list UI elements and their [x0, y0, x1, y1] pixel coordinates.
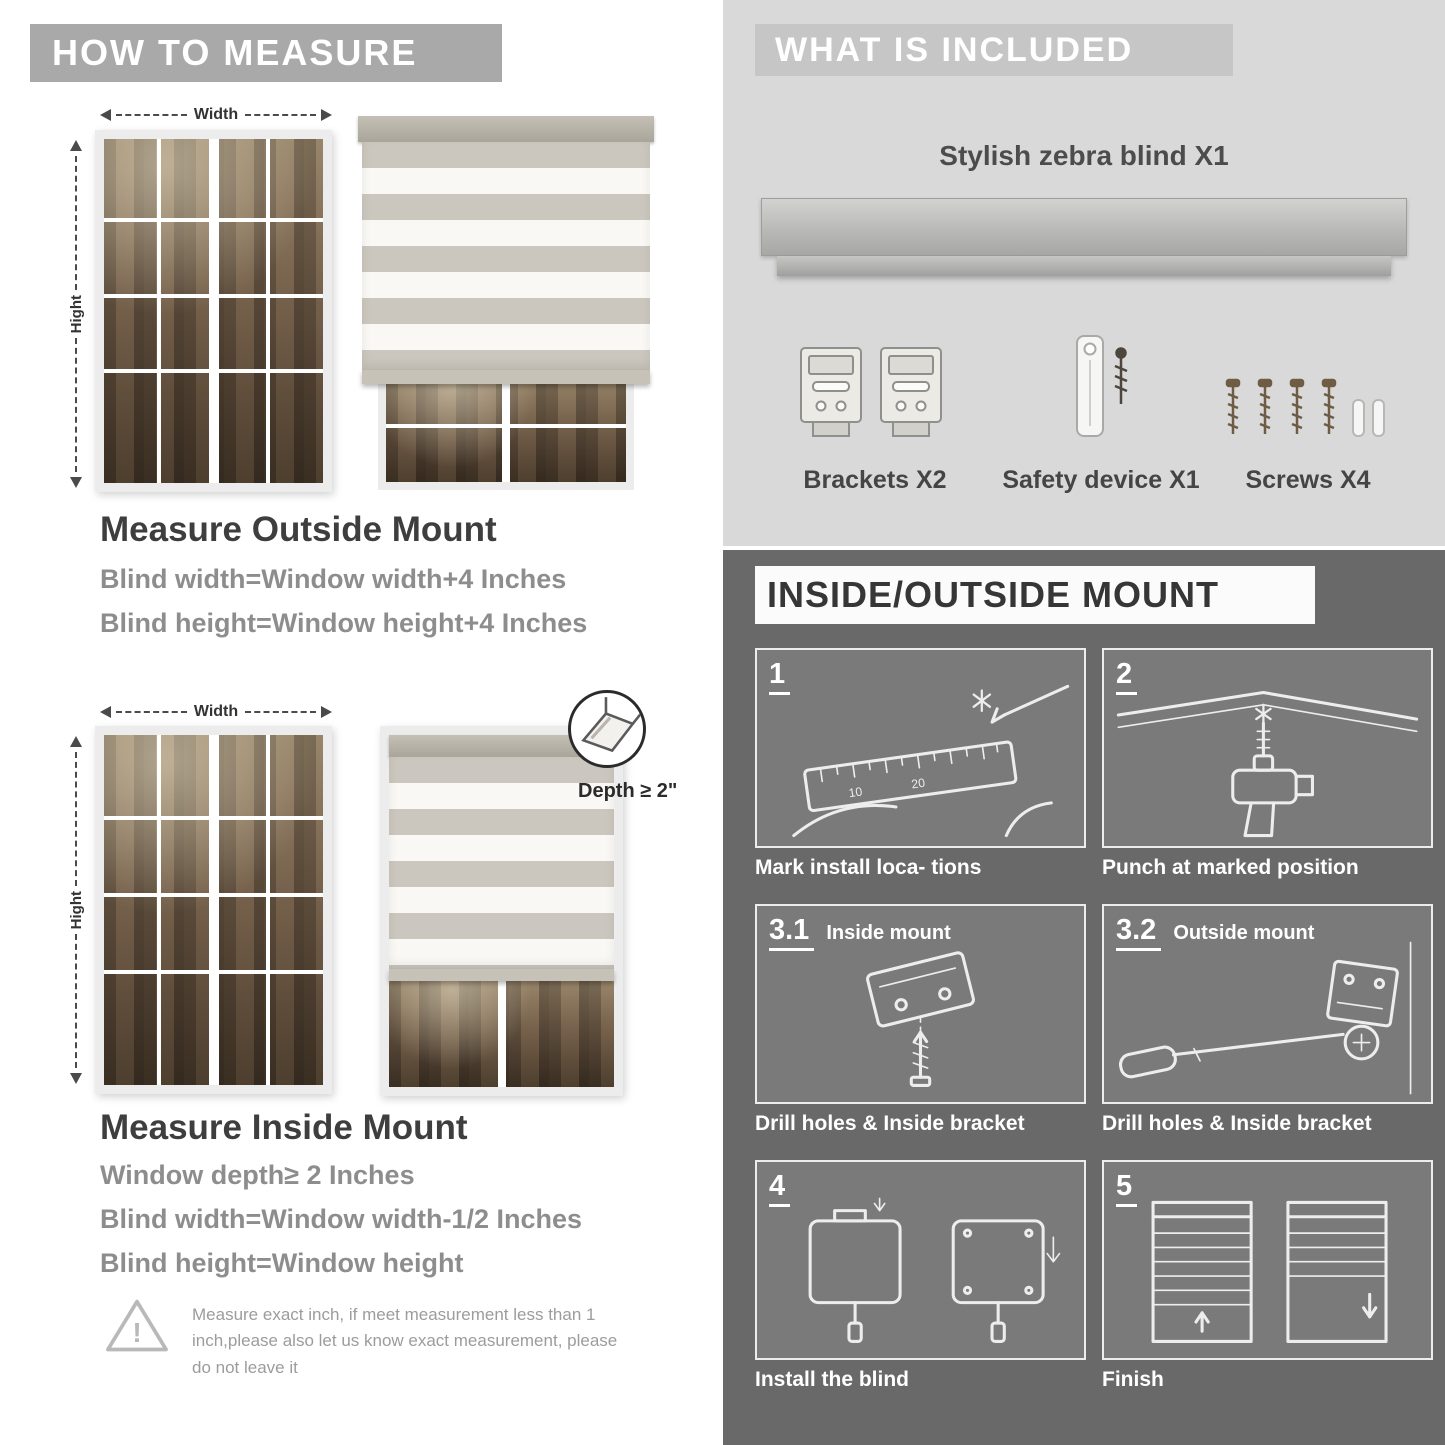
blind-bottom-rail	[362, 370, 650, 384]
arrow-down-icon	[70, 1073, 82, 1085]
step-caption: Punch at marked position	[1102, 856, 1359, 879]
inside-formula-width: Blind width=Window width-1/2 Inches	[100, 1204, 583, 1234]
step-5: 5	[1102, 1160, 1433, 1392]
note-text: Measure exact inch, if meet measurement …	[192, 1305, 618, 1377]
warning-triangle-icon: !	[106, 1299, 168, 1352]
arrow-up-icon	[70, 140, 82, 151]
inside-formula-height: Blind height=Window height	[100, 1248, 464, 1278]
brackets-icon	[800, 347, 942, 437]
step-3-1: 3.1 Inside mount	[755, 904, 1086, 1136]
outside-bracket-illustration	[1118, 941, 1412, 1095]
inside-formula-depth: Window depth≥ 2 Inches	[100, 1160, 415, 1190]
step-number: 2	[1116, 658, 1138, 695]
inside-bracket-illustration	[866, 951, 975, 1087]
brackets-label: Brackets X2	[803, 466, 947, 494]
blind-stripes	[362, 142, 650, 370]
arrow-right-icon	[321, 706, 332, 718]
step-caption: Finish	[1102, 1368, 1164, 1391]
width-label: Width	[193, 106, 239, 123]
outside-zebra-blind-illustration	[358, 116, 654, 490]
inside-mount-title: Measure Inside Mount	[100, 1108, 468, 1147]
svg-text:!: !	[132, 1317, 141, 1348]
how-to-measure-title: HOW TO MEASURE	[52, 32, 418, 73]
blind-headrail	[358, 116, 654, 142]
width-label: Width	[193, 703, 239, 720]
step-2: 2	[1102, 648, 1433, 880]
measure-note: ! Measure exact inch, if meet measuremen…	[104, 1296, 644, 1381]
mark-location-illustration: 10 20	[792, 684, 1070, 838]
outside-width-arrow: Width	[100, 106, 332, 124]
height-label: Hight	[67, 294, 85, 334]
safety-device-icon	[1076, 335, 1128, 437]
step-3-2: 3.2 Outside mount	[1102, 904, 1433, 1136]
svg-text:10: 10	[848, 784, 864, 800]
safety-device-label: Safety device X1	[1002, 466, 1200, 494]
step-caption: Drill holes & Inside bracket	[1102, 1112, 1372, 1135]
step-caption: Install the blind	[755, 1368, 910, 1391]
outside-formula-height: Blind height=Window height+4 Inches	[100, 608, 588, 638]
step-1-box: 1 10 20	[755, 648, 1086, 848]
inside-height-arrow: Hight	[66, 736, 86, 1085]
window-behind-blind	[378, 370, 634, 490]
what-is-included-title: WHAT IS INCLUDED	[775, 31, 1134, 69]
screws-label: Screws X4	[1245, 466, 1371, 494]
arrow-left-icon	[100, 109, 111, 121]
inside-window-illustration	[95, 726, 332, 1094]
install-blind-illustration	[808, 1197, 1061, 1343]
screws-icon	[1225, 378, 1385, 437]
step-title: Outside mount	[1173, 922, 1315, 944]
inside-width-arrow: Width	[100, 703, 332, 721]
step-number: 1	[769, 658, 791, 695]
depth-label: Depth ≥ 2"	[578, 780, 678, 802]
what-is-included-header: WHAT IS INCLUDED	[755, 24, 1233, 76]
step-caption: Drill holes & Inside bracket	[755, 1112, 1025, 1135]
installation-steps: 1 10 20	[755, 648, 1433, 1392]
step-5-box: 5	[1102, 1160, 1433, 1360]
svg-text:20: 20	[910, 776, 926, 792]
outside-height-arrow: Hight	[66, 140, 86, 489]
step-1: 1 10 20	[755, 648, 1086, 880]
step-4: 4	[755, 1160, 1086, 1392]
inside-outside-mount-title: INSIDE/OUTSIDE MOUNT	[767, 574, 1220, 615]
outside-window-illustration	[95, 130, 332, 492]
step-caption: Mark install loca- tions	[755, 856, 982, 879]
step-number: 5	[1116, 1170, 1138, 1207]
inside-outside-mount-header: INSIDE/OUTSIDE MOUNT	[755, 566, 1315, 624]
how-to-measure-header: HOW TO MEASURE	[30, 24, 502, 82]
step-number: 3.2	[1116, 914, 1162, 951]
window-corner-zoom-icon	[581, 697, 642, 753]
step-4-box: 4	[755, 1160, 1086, 1360]
arrow-right-icon	[321, 109, 332, 121]
zebra-blind-headrail-illustration	[761, 198, 1407, 256]
arrow-up-icon	[70, 736, 82, 747]
outside-formula-width: Blind width=Window width+4 Inches	[100, 564, 567, 594]
height-label: Hight	[67, 890, 85, 930]
what-is-included-panel: WHAT IS INCLUDED Stylish zebra blind X1	[723, 0, 1445, 546]
step-number: 4	[769, 1170, 791, 1207]
drill-illustration	[1116, 690, 1419, 838]
arrow-left-icon	[100, 706, 111, 718]
step-title: Inside mount	[826, 922, 951, 944]
arrow-down-icon	[70, 477, 82, 489]
blind-headrail	[389, 735, 614, 757]
outside-mount-title: Measure Outside Mount	[100, 510, 497, 549]
step-3-2-box: 3.2 Outside mount	[1102, 904, 1433, 1104]
step-number: 3.1	[769, 914, 815, 951]
inside-zebra-blind-illustration	[380, 726, 623, 1096]
step-2-box: 2	[1102, 648, 1433, 848]
finished-blinds-illustration	[1151, 1200, 1388, 1343]
zebra-blind-valance-illustration	[777, 256, 1391, 276]
blind-bottom-rail	[389, 969, 614, 981]
blind-stripes	[389, 757, 614, 969]
mount-instructions-panel: INSIDE/OUTSIDE MOUNT 1	[723, 550, 1445, 1445]
step-3-1-box: 3.1 Inside mount	[755, 904, 1086, 1104]
depth-callout-circle	[568, 690, 646, 768]
product-label: Stylish zebra blind X1	[939, 140, 1229, 171]
